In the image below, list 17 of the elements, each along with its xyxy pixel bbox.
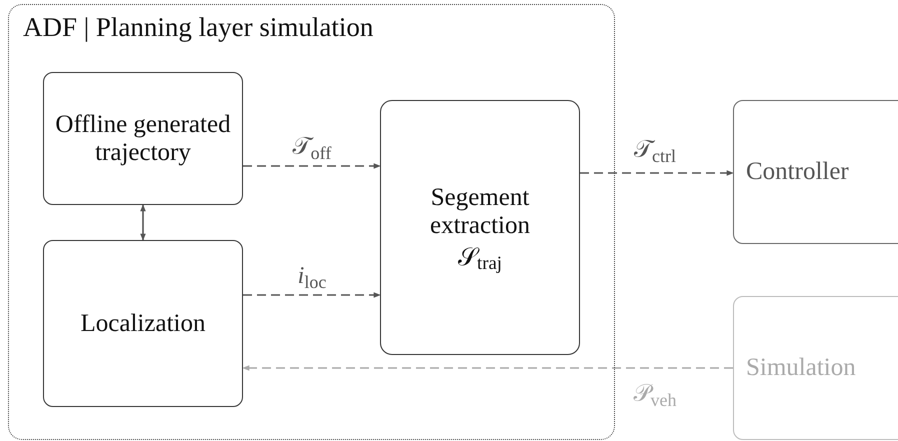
arrow — [243, 163, 381, 169]
box-label: Localization — [80, 310, 206, 338]
group-title: ADF | Planning layer simulation — [23, 11, 374, 43]
arrow — [243, 292, 381, 298]
process-box — [733, 100, 898, 244]
arrow — [580, 170, 734, 176]
box-label: Controller — [745, 158, 850, 186]
box-label: Segement extraction — [429, 184, 531, 240]
process-box — [380, 100, 580, 355]
process-box — [43, 240, 243, 407]
arrow — [140, 204, 146, 241]
box-label: Offline generated trajectory — [54, 110, 232, 166]
box-symbol: 𝒮$_{traj}$ — [457, 244, 503, 272]
process-box — [733, 296, 898, 440]
arrow — [242, 365, 733, 371]
box-label: Simulation — [745, 354, 857, 382]
process-box — [43, 72, 243, 205]
